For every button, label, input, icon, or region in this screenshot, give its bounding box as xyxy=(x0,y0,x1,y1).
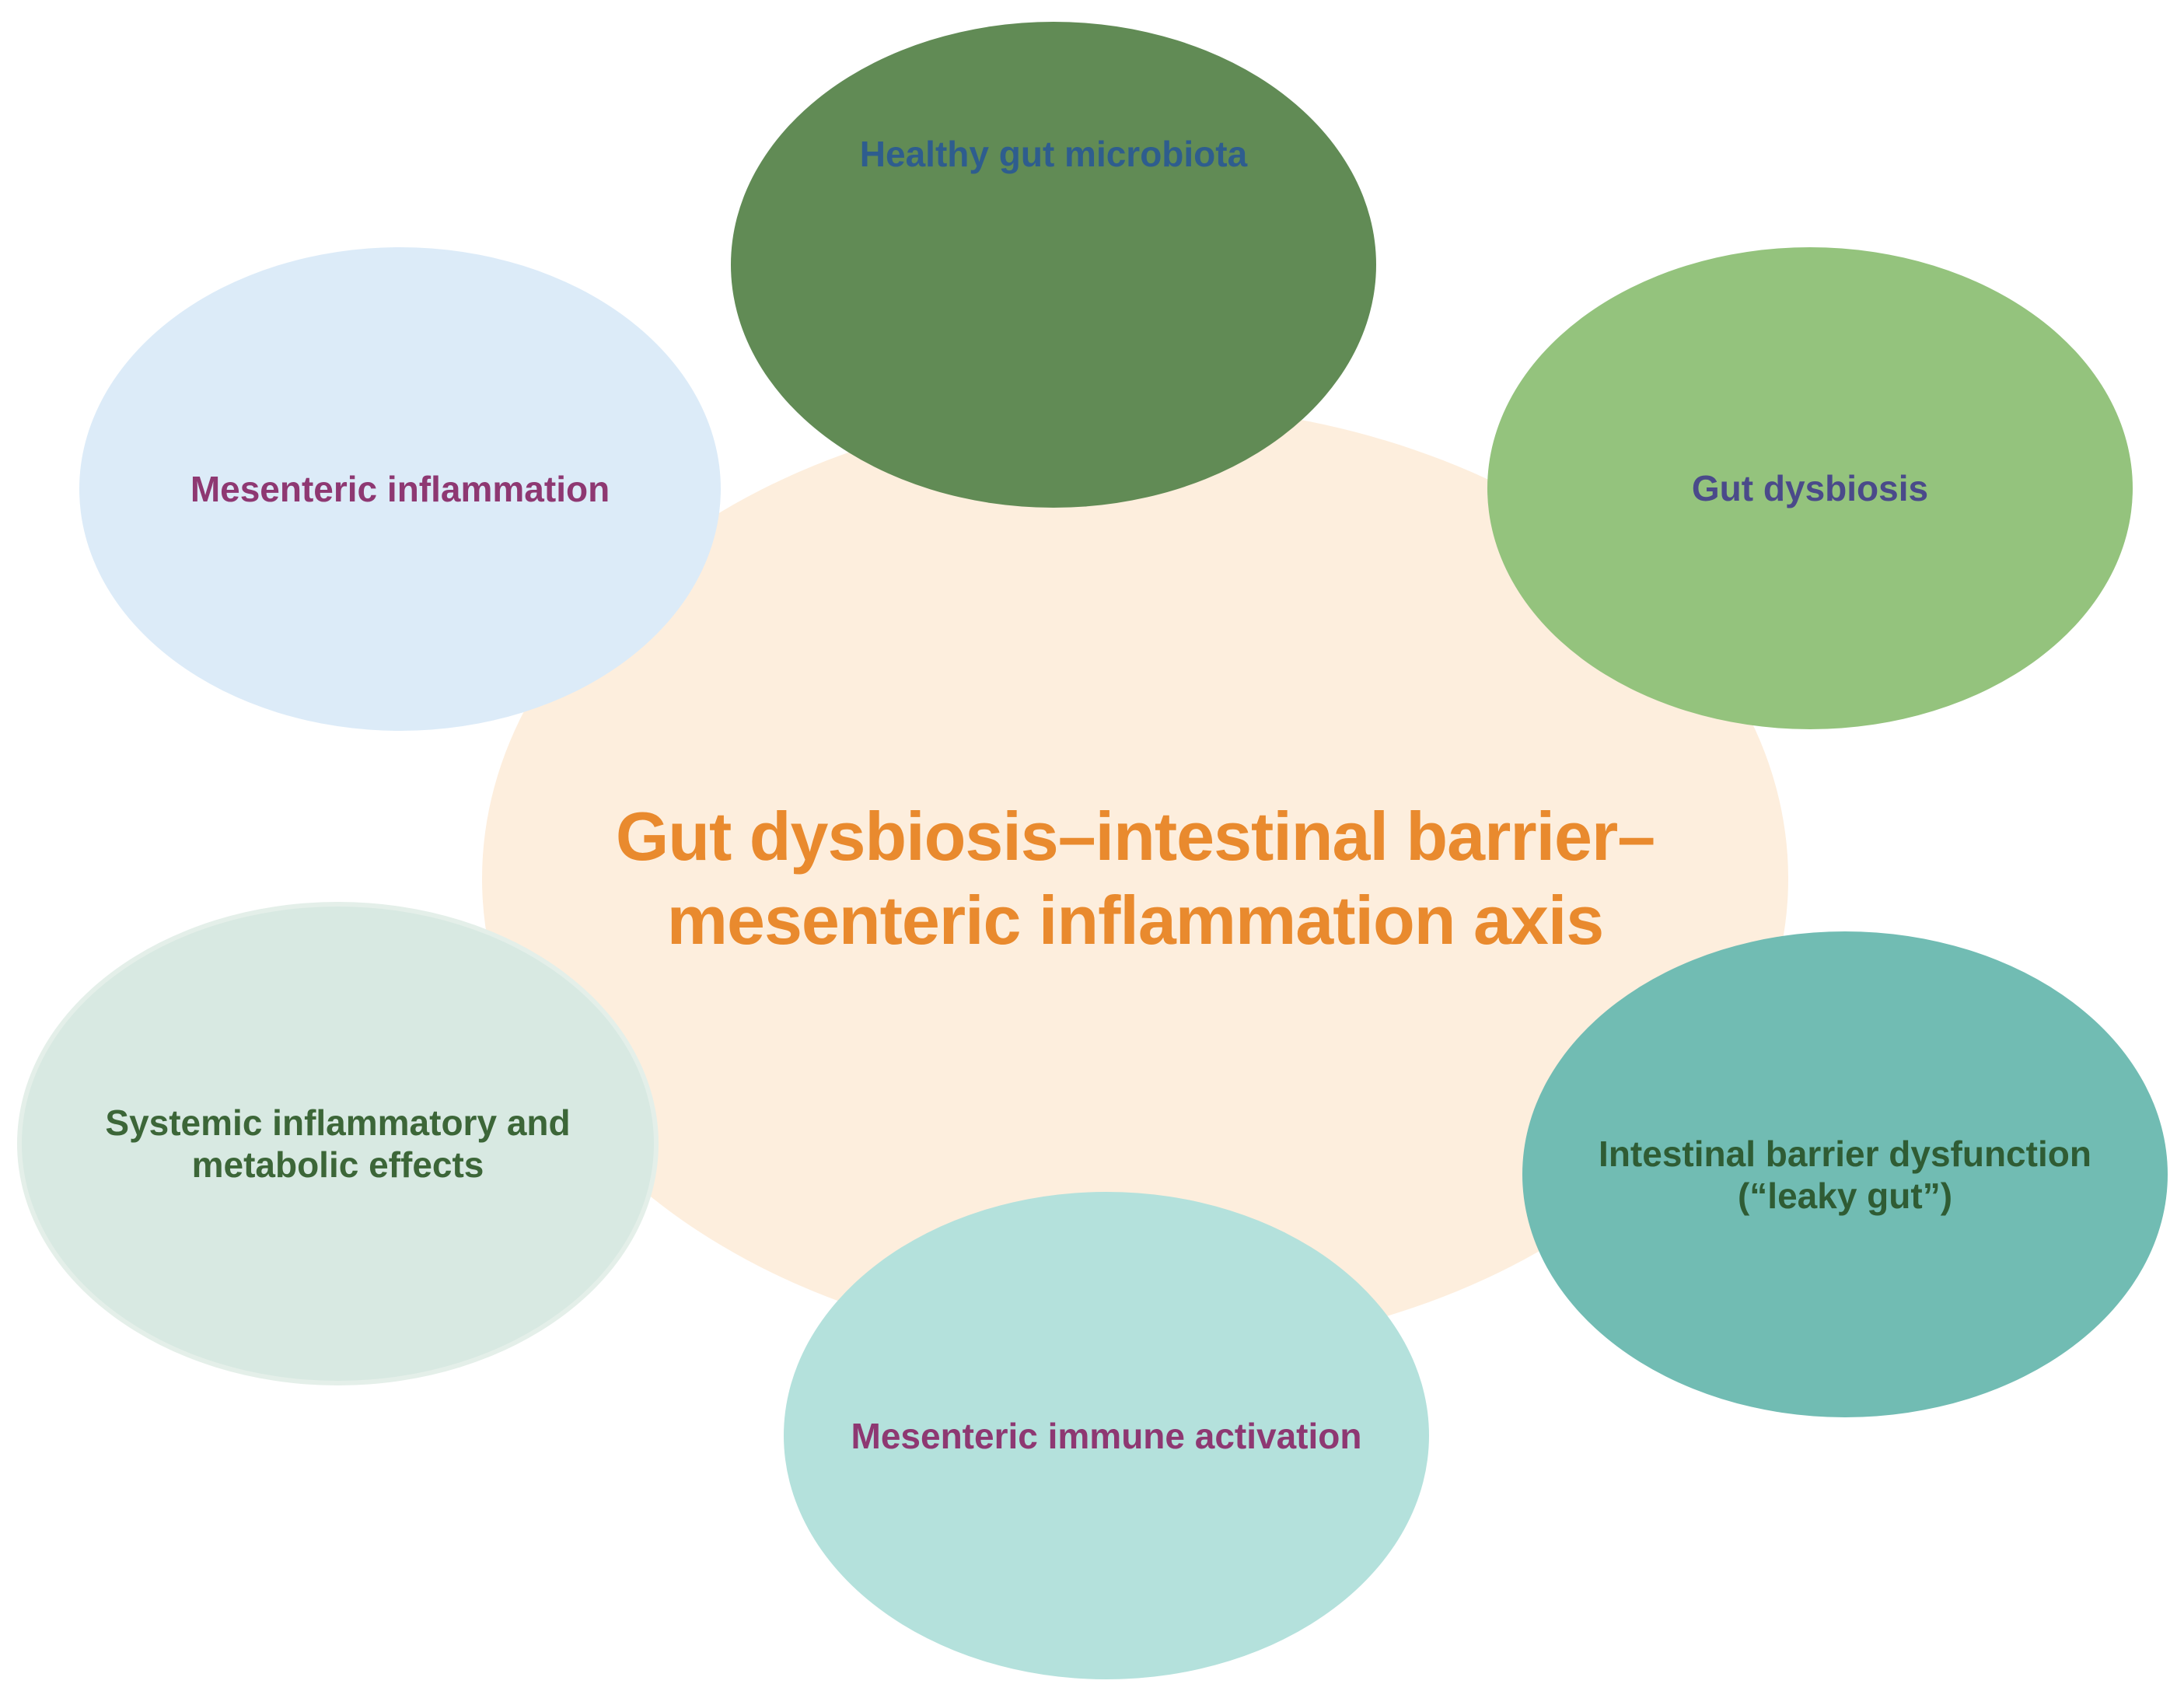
node-label-line-1: Systemic inflammatory and xyxy=(105,1102,571,1143)
node-gut-dysbiosis: Gut dysbiosis xyxy=(1487,247,2133,729)
node-label-line-1: Intestinal barrier dysfunction xyxy=(1599,1133,2091,1174)
node-label: Mesenteric inflammation xyxy=(190,469,610,509)
axis-title: Gut dysbiosis–intestinal barrier– mesent… xyxy=(552,795,1718,963)
node-label-line-2: (“leaky gut”) xyxy=(1737,1175,1953,1216)
node-label: Gut dysbiosis xyxy=(1691,468,1929,508)
node-label-line-2: metabolic effects xyxy=(191,1144,484,1185)
node-label: Systemic inflammatory and metabolic effe… xyxy=(105,1102,570,1186)
axis-title-line-2: mesenteric inflammation axis xyxy=(666,882,1604,959)
node-label: Intestinal barrier dysfunction (“leaky g… xyxy=(1599,1133,2091,1217)
node-mesenteric-immune-activation: Mesenteric immune activation xyxy=(784,1192,1429,1679)
node-intestinal-barrier-dysfunction: Intestinal barrier dysfunction (“leaky g… xyxy=(1522,931,2168,1417)
node-healthy-gut-microbiota: Healthy gut microbiota xyxy=(731,22,1376,508)
node-systemic-effects: Systemic inflammatory and metabolic effe… xyxy=(17,902,659,1385)
node-label: Mesenteric immune activation xyxy=(851,1415,1362,1456)
axis-title-line-1: Gut dysbiosis–intestinal barrier– xyxy=(615,798,1655,875)
node-label: Healthy gut microbiota xyxy=(859,134,1248,174)
node-mesenteric-inflammation: Mesenteric inflammation xyxy=(79,247,721,731)
